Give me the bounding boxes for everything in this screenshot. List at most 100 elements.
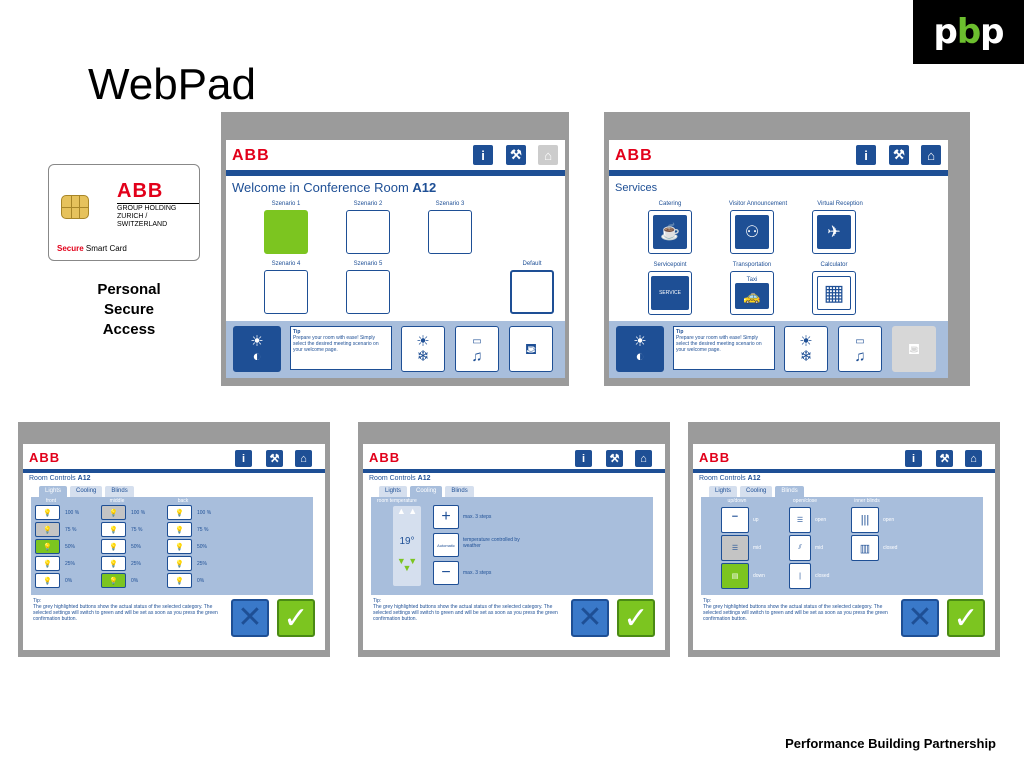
default-scenario-button[interactable] <box>510 270 554 314</box>
tools-icon[interactable]: ⚒ <box>506 145 526 165</box>
taxi-icon: 🚕 <box>735 283 769 309</box>
updown-button[interactable]: ▔ <box>721 507 749 533</box>
openclose-button[interactable]: | <box>789 563 811 589</box>
scenario-4-button[interactable] <box>264 270 308 314</box>
light-level-button[interactable]: 💡 <box>101 556 126 571</box>
tab-blinds[interactable]: Blinds <box>445 486 474 497</box>
info-icon[interactable]: i <box>575 450 592 467</box>
media-button[interactable]: ▭♫ <box>838 326 882 372</box>
light-level-button[interactable]: 💡 <box>167 505 192 520</box>
page-title: WebPad <box>88 60 256 109</box>
visitor-announcement-button[interactable]: ⚇ <box>730 210 774 254</box>
light-level-button[interactable]: 💡 <box>35 522 60 537</box>
lights-onoff-button[interactable]: ☀◐ <box>233 326 281 372</box>
light-level-button[interactable]: 💡 <box>35 505 60 520</box>
light-level-button[interactable]: 💡 <box>167 522 192 537</box>
column-header: up/down <box>727 498 747 504</box>
tip-text: Tip: The grey highlighted buttons show t… <box>373 598 558 622</box>
confirm-button[interactable]: ✓ <box>947 599 985 637</box>
scenario-label: Szenario 4 <box>271 261 301 267</box>
scenario-2-button[interactable] <box>346 210 390 254</box>
servicepoint-icon: SERVICE <box>651 276 689 310</box>
temperature-value: 19° <box>399 536 415 547</box>
tab-lights[interactable]: Lights <box>39 486 68 497</box>
home-icon[interactable]: ⌂ <box>635 450 652 467</box>
climate-button[interactable]: ☀❄ <box>401 326 445 372</box>
confirm-button[interactable]: ✓ <box>617 599 655 637</box>
control-panel: front💡100 %💡75 %💡50%💡25%💡0%middle💡100 %💡… <box>31 497 313 595</box>
tab-cooling[interactable]: Cooling <box>410 486 443 497</box>
tab-cooling[interactable]: Cooling <box>70 486 103 497</box>
tab-blinds[interactable]: Blinds <box>775 486 804 497</box>
cancel-button[interactable]: ✕ <box>901 599 939 637</box>
light-percent-label: 0% <box>65 578 73 584</box>
cancel-button[interactable]: ✕ <box>231 599 269 637</box>
music-note-icon: ♫ <box>471 348 483 365</box>
tab-cooling[interactable]: Cooling <box>740 486 773 497</box>
calculator-button[interactable]: ▦ <box>812 271 856 315</box>
updown-button[interactable]: ▤ <box>721 563 749 589</box>
inner-blinds-button[interactable]: ▥ <box>851 535 879 561</box>
light-level-button[interactable]: 💡 <box>101 505 126 520</box>
home-icon[interactable]: ⌂ <box>965 450 982 467</box>
tip-text: Prepare your room with ease! Simply sele… <box>676 335 762 353</box>
light-level-button[interactable]: 💡 <box>35 573 60 588</box>
home-icon[interactable]: ⌂ <box>295 450 312 467</box>
temperature-plus-button[interactable]: + <box>433 505 459 529</box>
servicepoint-button[interactable]: SERVICE <box>648 271 692 315</box>
catering-button[interactable]: ☕ <box>648 210 692 254</box>
services-button[interactable]: ⛾ <box>892 326 936 372</box>
light-level-button[interactable]: 💡 <box>167 556 192 571</box>
scenario-1-button[interactable] <box>264 210 308 254</box>
home-icon[interactable]: ⌂ <box>921 145 941 165</box>
info-icon[interactable]: i <box>905 450 922 467</box>
updown-button[interactable]: ☰ <box>721 535 749 561</box>
media-button[interactable]: ▭♫ <box>455 326 499 372</box>
column-header: inner blinds <box>854 498 880 504</box>
inner-blinds-button[interactable]: ||| <box>851 507 879 533</box>
light-level-button[interactable]: 💡 <box>167 539 192 554</box>
light-percent-label: 75 % <box>197 527 209 533</box>
info-icon[interactable]: i <box>856 145 876 165</box>
cancel-button[interactable]: ✕ <box>571 599 609 637</box>
room-controls-title: Room Controls A12 <box>29 475 90 482</box>
tools-icon[interactable]: ⚒ <box>266 450 283 467</box>
automatic-button[interactable]: Automatic <box>433 533 459 557</box>
light-level-button[interactable]: 💡 <box>167 573 192 588</box>
light-level-button[interactable]: 💡 <box>101 522 126 537</box>
scenario-5-button[interactable] <box>346 270 390 314</box>
card-abb-logo: ABB <box>117 180 164 202</box>
light-percent-label: 75 % <box>65 527 77 533</box>
light-level-button[interactable]: 💡 <box>35 539 60 554</box>
temperature-minus-button[interactable]: − <box>433 561 459 585</box>
openclose-button[interactable]: ⫽ <box>789 535 811 561</box>
card-label: Secure Smart Card <box>57 244 127 253</box>
tools-icon[interactable]: ⚒ <box>936 450 953 467</box>
transportation-button[interactable]: Taxi🚕 <box>730 271 774 315</box>
openclose-button[interactable]: ☰ <box>789 507 811 533</box>
info-icon[interactable]: i <box>473 145 493 165</box>
light-level-button[interactable]: 💡 <box>35 556 60 571</box>
services-button[interactable]: ⛾ <box>509 326 553 372</box>
info-icon[interactable]: i <box>235 450 252 467</box>
climate-button[interactable]: ☀❄ <box>784 326 828 372</box>
tab-blinds[interactable]: Blinds <box>105 486 134 497</box>
scenario-3-button[interactable] <box>428 210 472 254</box>
home-icon[interactable]: ⌂ <box>538 145 558 165</box>
tools-icon[interactable]: ⚒ <box>889 145 909 165</box>
tab-lights[interactable]: Lights <box>379 486 408 497</box>
light-level-button[interactable]: 💡 <box>101 539 126 554</box>
lights-onoff-button[interactable]: ☀◐ <box>616 326 664 372</box>
music-note-icon: ♫ <box>854 348 866 365</box>
tab-lights[interactable]: Lights <box>709 486 738 497</box>
confirm-button[interactable]: ✓ <box>277 599 315 637</box>
tip-heading: Tip <box>676 329 684 335</box>
virtual-reception-button[interactable]: ✈ <box>812 210 856 254</box>
tools-icon[interactable]: ⚒ <box>606 450 623 467</box>
light-level-button[interactable]: 💡 <box>101 573 126 588</box>
